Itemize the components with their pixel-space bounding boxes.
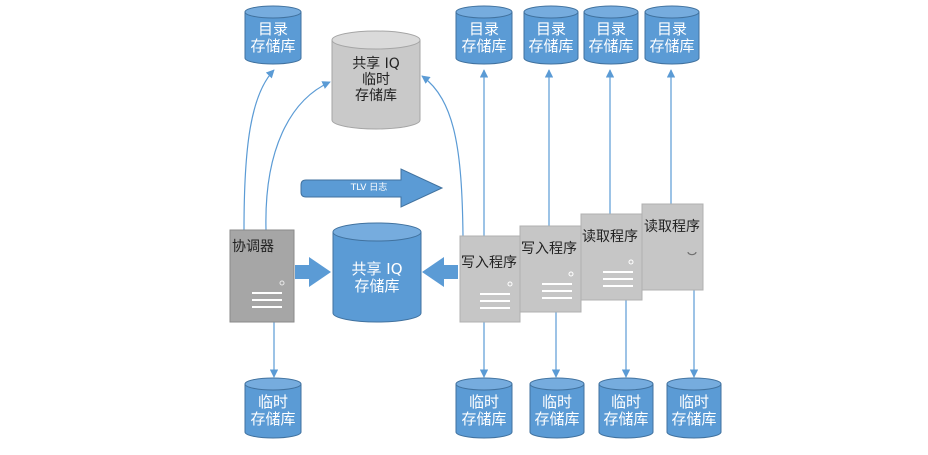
connector-coordinator-to-shared-temp (265, 81, 331, 231)
block-arrow-coordinator-to-shared (295, 257, 331, 287)
writer-server-2 (519, 225, 582, 313)
catalog-store-1 (244, 5, 302, 65)
temp-store-5 (666, 377, 722, 439)
catalog-store-5 (644, 5, 700, 65)
catalog-store-2 (455, 5, 513, 65)
status-led-icon (568, 271, 574, 277)
temp-store-4 (598, 377, 654, 439)
catalog-store-3 (523, 5, 579, 65)
temp-store-3 (529, 377, 585, 439)
shared-temp-store (331, 30, 421, 130)
status-led-icon (687, 251, 697, 256)
shared-main-store (332, 222, 422, 323)
status-led-icon (507, 281, 513, 287)
block-arrow-writer-to-shared (422, 257, 458, 287)
reader-server-2 (641, 203, 704, 291)
status-led-icon (279, 280, 285, 286)
writer-server-1 (459, 235, 521, 323)
reader-server-1 (580, 213, 643, 301)
status-led-icon (628, 259, 634, 265)
temp-store-1 (244, 377, 302, 439)
connector-lines (243, 69, 699, 378)
tlv-log-arrow (300, 168, 444, 208)
temp-store-2 (455, 377, 513, 439)
connector-writer-to-shared-temp (421, 75, 464, 237)
connector-coordinator-to-catalog (243, 69, 275, 231)
coordinator-server (229, 229, 295, 323)
catalog-store-4 (583, 5, 639, 65)
